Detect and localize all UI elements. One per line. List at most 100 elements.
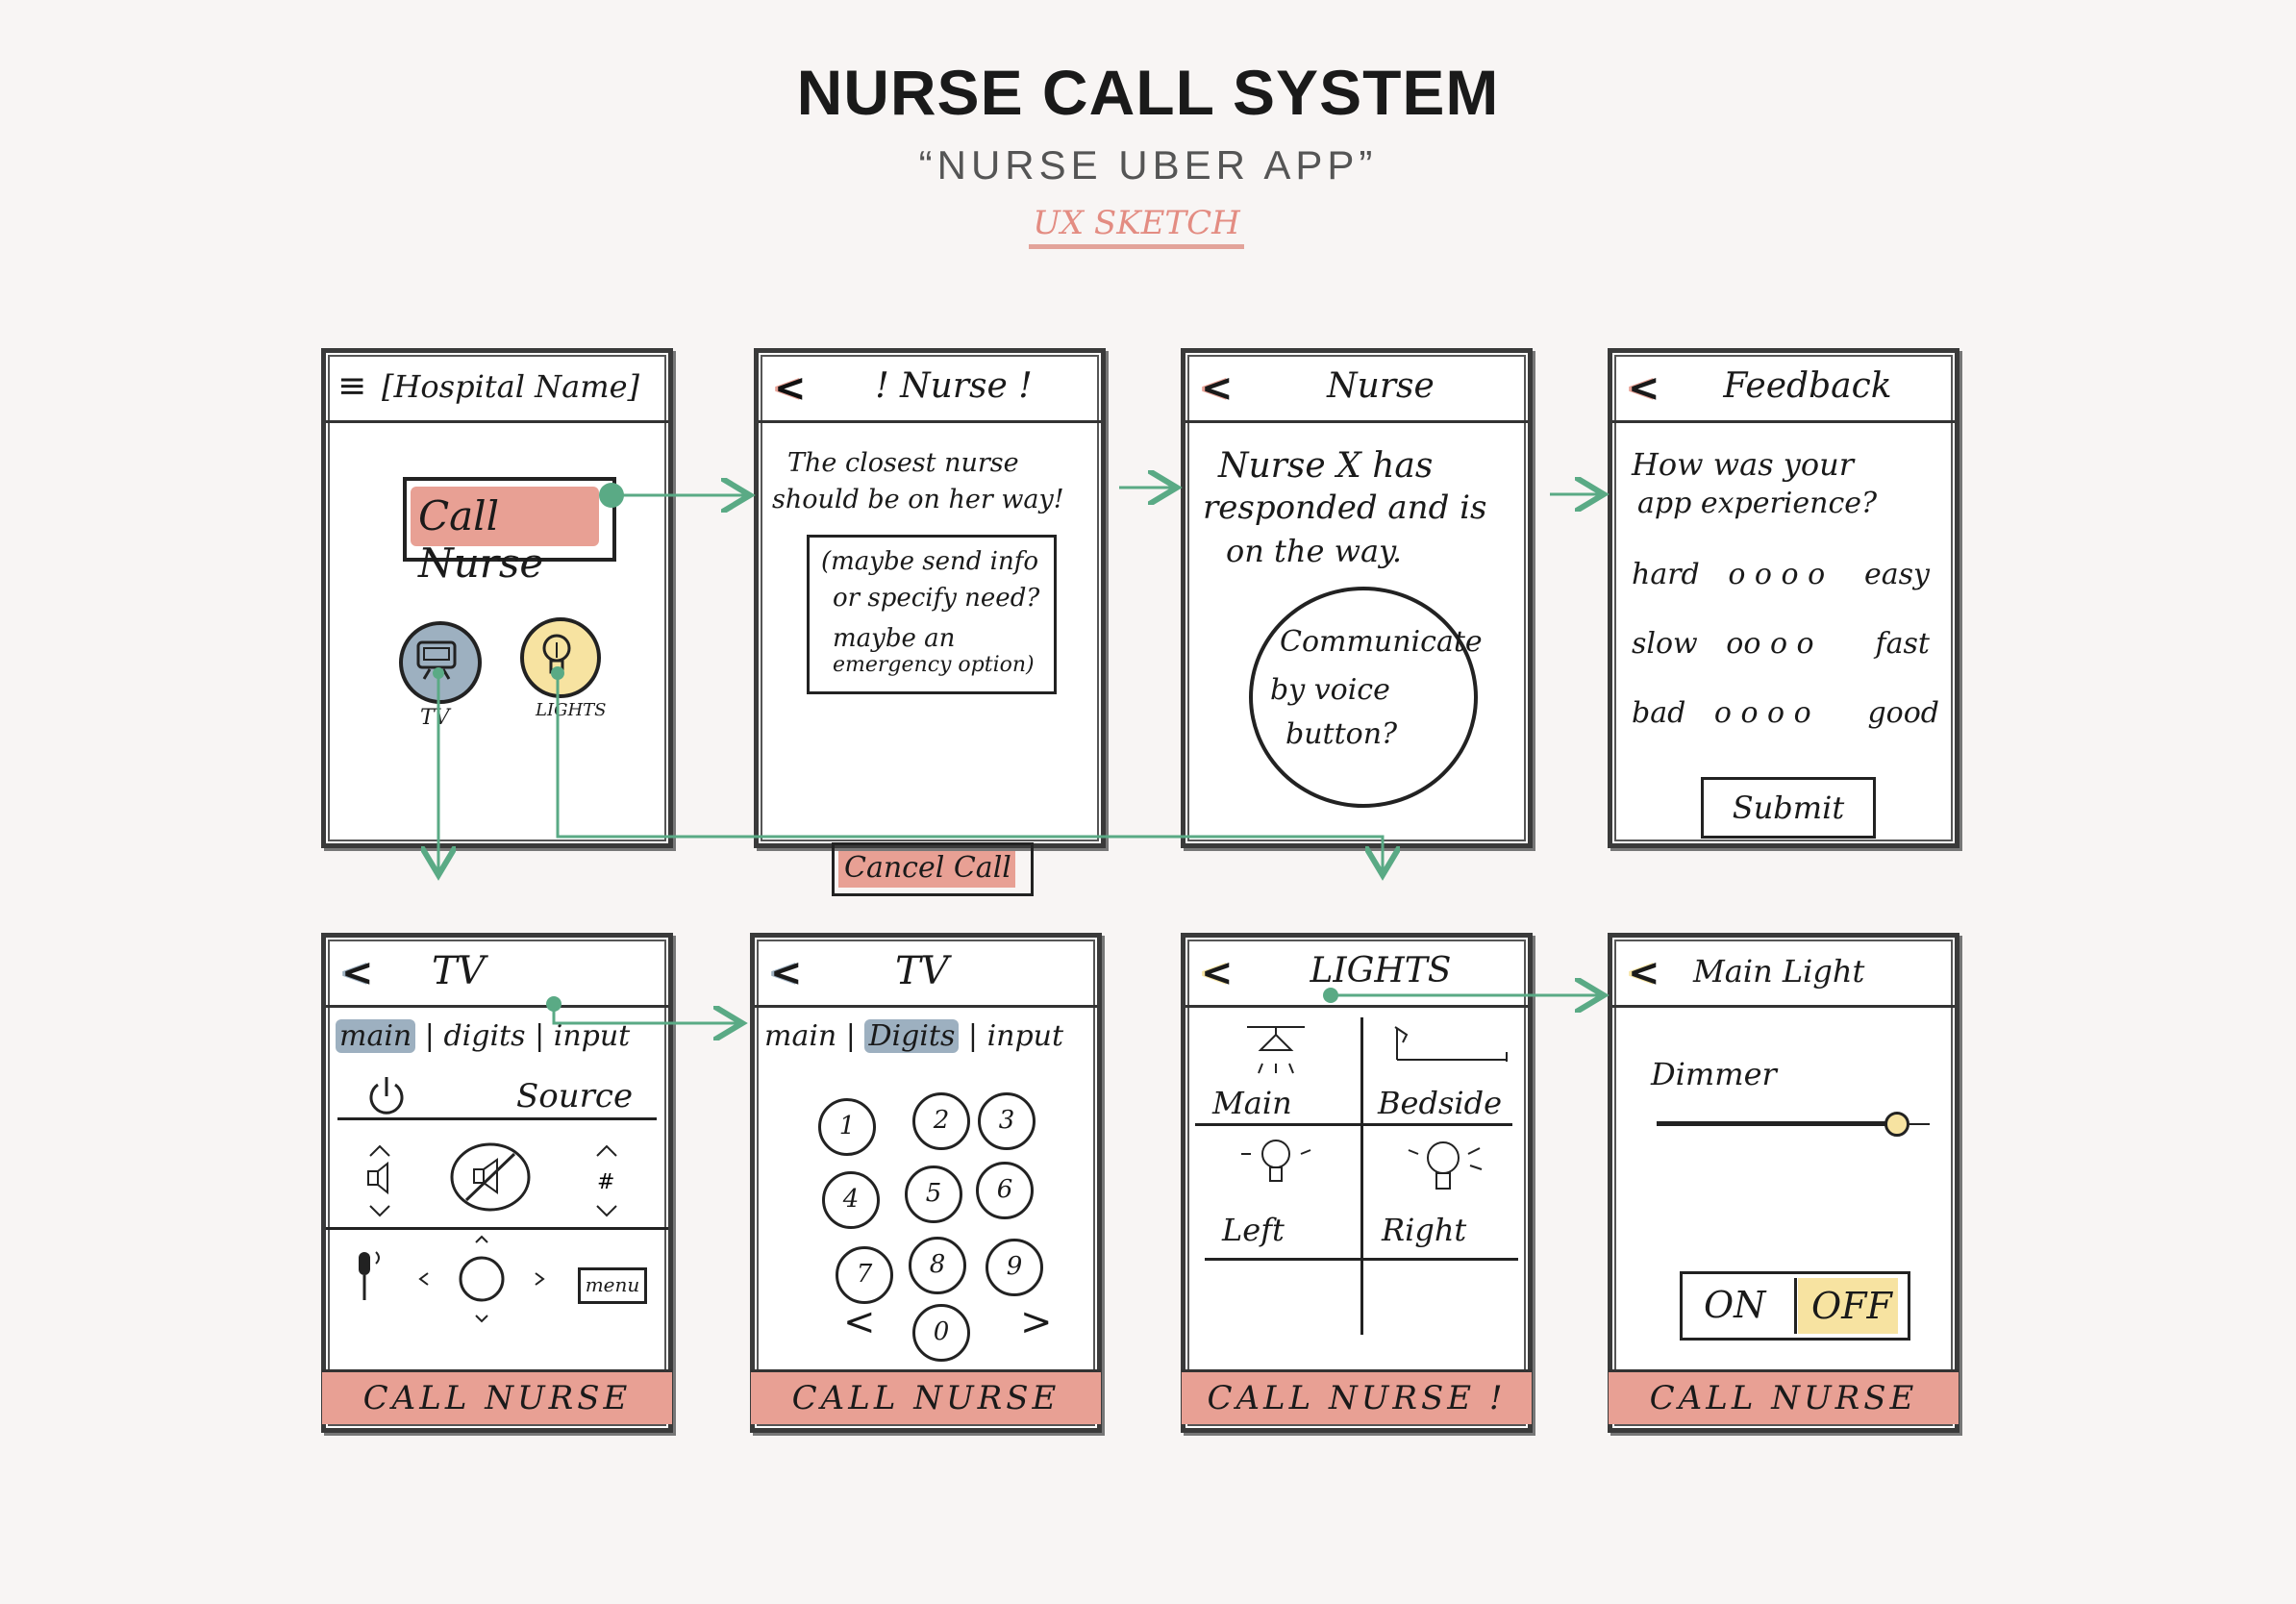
digit-key[interactable]: 4: [822, 1171, 880, 1229]
rating-left-label: hard: [1632, 558, 1700, 591]
note-box: (maybe send info or specify need? maybe …: [807, 535, 1057, 694]
power-icon[interactable]: [362, 1071, 411, 1119]
light-cell-label: Right: [1382, 1212, 1467, 1248]
call-nurse-label: Call Nurse: [418, 492, 544, 587]
submit-button[interactable]: Submit: [1701, 777, 1876, 839]
digit-key[interactable]: 8: [909, 1237, 966, 1294]
screen-title: Nurse: [1327, 366, 1435, 406]
message-line: The closest nurse: [787, 448, 1019, 478]
message-line: responded and is: [1203, 489, 1487, 527]
message-line: on the way.: [1226, 533, 1403, 569]
dimmer-slider[interactable]: [1657, 1112, 1930, 1140]
header-bar: < Feedback: [1612, 353, 1955, 423]
slider-knob[interactable]: [1884, 1112, 1909, 1137]
call-nurse-footer-button[interactable]: CALL NURSE: [751, 1369, 1101, 1424]
screen-calling: < ! Nurse ! The closest nurse should be …: [754, 348, 1106, 896]
note-line: or specify need?: [833, 584, 1040, 613]
screen-title: ! Nurse !: [875, 366, 1033, 406]
message-line: Nurse X has: [1218, 446, 1434, 486]
rating-row[interactable]: slow oo o o fast: [1632, 627, 1949, 661]
rating-left-label: bad: [1632, 696, 1686, 730]
voice-line: button?: [1285, 717, 1398, 751]
tv-button[interactable]: [399, 621, 482, 704]
ceiling-lamp-icon: [1247, 1026, 1305, 1074]
rating-right-label: good: [1867, 696, 1939, 730]
note-line: (maybe send info: [821, 547, 1039, 576]
volume-control-icon[interactable]: [351, 1142, 409, 1219]
note-line: maybe an: [833, 624, 956, 653]
digit-key[interactable]: 0: [912, 1304, 970, 1362]
back-icon[interactable]: <: [1628, 951, 1660, 995]
dimmer-label: Dimmer: [1651, 1056, 1777, 1092]
rating-row[interactable]: hard o o o o easy: [1632, 558, 1949, 591]
lights-button[interactable]: [520, 617, 601, 698]
digit-key[interactable]: 1: [818, 1098, 876, 1156]
header-bar: < Main Light: [1612, 938, 1955, 1008]
cancel-call-label: Cancel Call: [844, 851, 1011, 885]
note-line: emergency option): [833, 653, 1035, 677]
screen-title: Main Light: [1693, 953, 1865, 990]
back-icon[interactable]: <: [1201, 951, 1234, 995]
call-nurse-footer-button[interactable]: CALL NURSE !: [1182, 1369, 1532, 1424]
prev-arrow-button[interactable]: <: [843, 1300, 876, 1344]
off-option[interactable]: OFF: [1798, 1278, 1898, 1334]
rating-row[interactable]: bad o o o o good: [1632, 696, 1949, 730]
screen-tv-digits: < TV main | Digits | input 1 2 3 4 5 6 7…: [750, 933, 1102, 1433]
tv-label: TV: [420, 706, 450, 730]
on-off-toggle[interactable]: ON OFF: [1680, 1271, 1910, 1341]
header-bar: < TV: [755, 938, 1097, 1008]
call-nurse-footer-button[interactable]: CALL NURSE: [1609, 1369, 1959, 1424]
back-icon[interactable]: <: [1201, 366, 1234, 411]
digit-key[interactable]: 9: [986, 1239, 1043, 1296]
header-bar: ≡ [Hospital Name]: [326, 353, 668, 423]
microphone-icon[interactable]: [341, 1244, 389, 1312]
cancel-call-button[interactable]: Cancel Call: [832, 842, 1034, 896]
light-cell-main[interactable]: Main: [1199, 1017, 1353, 1121]
bedside-lamp-icon: [1394, 1026, 1508, 1062]
menu-icon[interactable]: ≡: [337, 366, 367, 406]
svg-text:#: #: [597, 1170, 614, 1194]
back-icon[interactable]: <: [341, 951, 374, 995]
dpad-icon[interactable]: [409, 1229, 553, 1335]
light-cell-label: Main: [1212, 1085, 1292, 1121]
tab-main[interactable]: main: [336, 1019, 416, 1053]
voice-button[interactable]: Communicate by voice button?: [1249, 587, 1483, 808]
digit-key[interactable]: 5: [905, 1165, 962, 1223]
tab-input[interactable]: input: [986, 1019, 1064, 1053]
slider-fill: [1657, 1121, 1897, 1126]
voice-line: by voice: [1270, 673, 1390, 707]
tab-digits[interactable]: digits: [443, 1019, 526, 1053]
message-line: should be on her way!: [772, 485, 1064, 514]
rating-dots[interactable]: o o o o: [1713, 696, 1811, 730]
back-icon[interactable]: <: [1628, 366, 1660, 411]
digit-key[interactable]: 7: [836, 1246, 893, 1304]
source-button[interactable]: Source: [516, 1077, 634, 1115]
screen-responded: < Nurse Nurse X has responded and is on …: [1181, 348, 1533, 848]
screen-title: LIGHTS: [1310, 951, 1452, 990]
back-icon[interactable]: <: [774, 366, 807, 411]
light-cell-bedside[interactable]: Bedside: [1368, 1017, 1532, 1121]
light-cell-label: Left: [1222, 1212, 1285, 1248]
back-icon[interactable]: <: [770, 951, 803, 995]
screen-title: Feedback: [1723, 366, 1892, 406]
menu-button[interactable]: menu: [578, 1267, 647, 1304]
bulb-icon: [1408, 1141, 1483, 1190]
call-nurse-button[interactable]: Call Nurse: [403, 477, 616, 587]
tab-main[interactable]: main: [764, 1019, 837, 1053]
digit-key[interactable]: 6: [976, 1162, 1034, 1219]
light-cell-left[interactable]: Left: [1199, 1131, 1353, 1254]
rating-dots[interactable]: oo o o: [1726, 627, 1814, 661]
rating-dots[interactable]: o o o o: [1728, 558, 1826, 591]
mute-icon[interactable]: [447, 1139, 534, 1216]
screen-lights: < LIGHTS Main Bedside: [1181, 933, 1533, 1433]
digit-key[interactable]: 3: [978, 1092, 1036, 1150]
next-arrow-button[interactable]: >: [1020, 1300, 1053, 1344]
tab-input[interactable]: input: [553, 1019, 631, 1053]
channel-control-icon[interactable]: #: [578, 1142, 636, 1219]
call-nurse-footer-button[interactable]: CALL NURSE: [322, 1369, 672, 1424]
tab-digits[interactable]: Digits: [864, 1019, 960, 1053]
digit-key[interactable]: 2: [912, 1092, 970, 1150]
on-option[interactable]: ON: [1704, 1284, 1766, 1326]
light-cell-right[interactable]: Right: [1368, 1131, 1532, 1254]
header-bar: < TV: [326, 938, 668, 1008]
